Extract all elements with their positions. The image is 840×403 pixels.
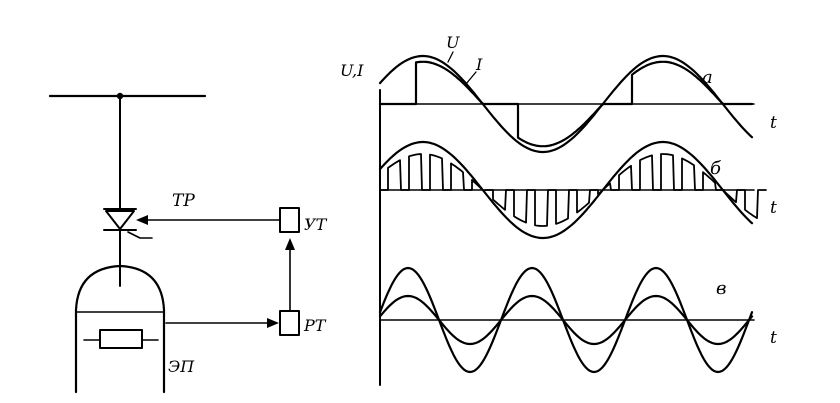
furnace-body [74,264,166,394]
panel-label-a: а [702,67,713,88]
panel-label-c: в [716,278,726,299]
current-wave-c [378,294,754,346]
heating-element [83,329,159,349]
voltage-leader [447,51,454,63]
regulator-label: РТ [303,316,327,335]
y-axis-label: U,I [340,61,364,80]
current-wave-b [379,153,767,227]
waveform-plot: U,I t t t U I а б в [340,33,777,386]
time-label-a: t [770,113,777,133]
feedback-arrow [285,238,295,250]
control-unit-label: УТ [304,215,328,234]
regulator-box [279,310,300,336]
voltage-wave-b [378,140,754,240]
time-label-b: t [770,198,777,218]
voltage-wave-a [378,54,754,154]
time-label-c: t [770,328,777,348]
control-circuit: ТР УТ РТ ЭП [48,92,328,394]
voltage-label: U [446,33,460,52]
furnace-label: ЭП [168,357,195,376]
thyristor-label: ТР [172,191,195,211]
current-label: I [475,55,483,74]
current-wave-a [378,60,754,148]
control-unit-box [279,207,300,233]
sensor-arrow [267,318,279,328]
current-leader [465,71,477,85]
panel-label-b: б [710,158,722,179]
voltage-wave-c [378,266,754,374]
gate-arrow [136,215,148,225]
